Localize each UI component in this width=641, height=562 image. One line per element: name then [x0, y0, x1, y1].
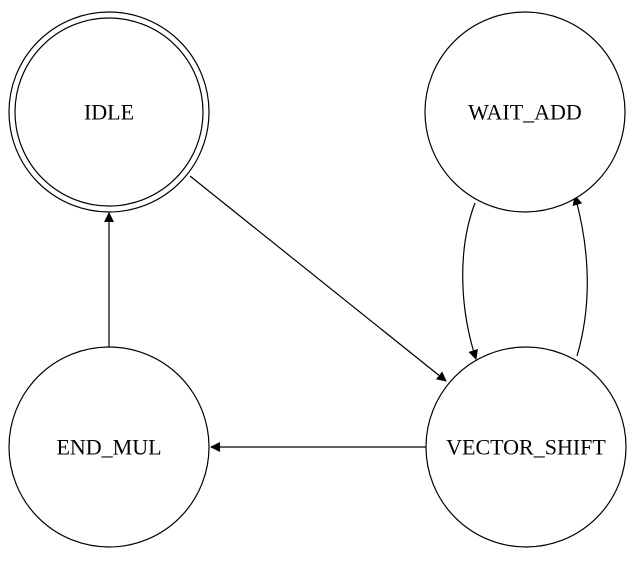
state-wait-add-circle	[424, 11, 626, 213]
state-idle-label: IDLE	[84, 100, 134, 125]
state-end-mul: END_MUL	[8, 346, 210, 548]
edge-wait-add-to-vector-shift	[462, 202, 478, 360]
state-idle-inner-ring	[14, 17, 204, 207]
edge-vector-shift-to-wait-add	[572, 195, 588, 357]
state-wait-add-label: WAIT_ADD	[468, 100, 582, 125]
state-end-mul-circle	[8, 346, 210, 548]
edge-idle-to-vector-shift	[189, 175, 447, 382]
state-vector-shift-label: VECTOR_SHIFT	[446, 435, 606, 460]
state-vector-shift: VECTOR_SHIFT	[425, 346, 627, 548]
state-end-mul-label: END_MUL	[56, 435, 161, 460]
state-vector-shift-circle	[425, 346, 627, 548]
state-idle: IDLE	[8, 11, 210, 213]
state-wait-add: WAIT_ADD	[424, 11, 626, 213]
